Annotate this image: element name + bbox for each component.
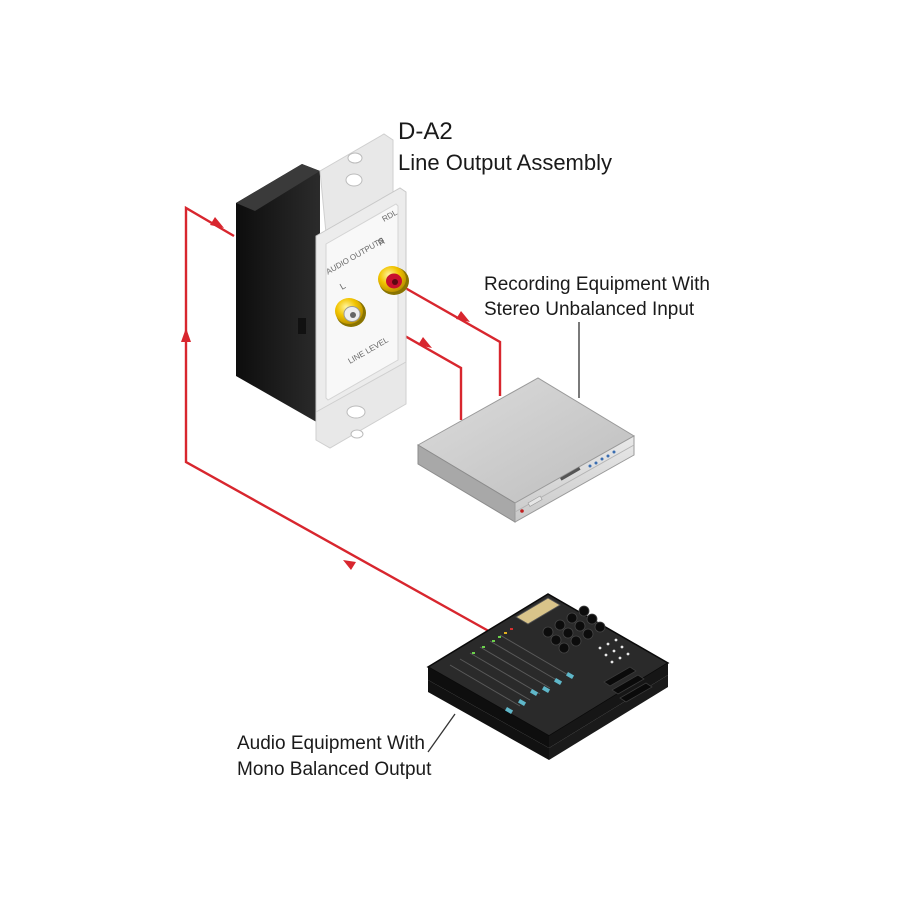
mixer-master-faders xyxy=(603,666,653,703)
jack-label-left: L xyxy=(338,281,347,292)
mixer-faders xyxy=(505,672,575,714)
arrow-up xyxy=(181,328,191,342)
mixer-channel-strips xyxy=(449,634,571,707)
arrow-to-wallbox xyxy=(210,217,224,228)
plate-insert xyxy=(325,203,399,401)
mixer-base-right xyxy=(549,675,668,760)
back-box-side xyxy=(236,164,320,424)
mixer-level-leds xyxy=(472,628,513,654)
mixer-rim-front xyxy=(428,667,549,748)
leader-lines xyxy=(427,322,580,753)
mixer-top xyxy=(426,593,670,737)
cable-right-output xyxy=(399,283,502,396)
wall-plate-assembly: RDL AUDIO OUTPUTS R L LINE LEVEL xyxy=(236,133,409,449)
arrow-right-channel xyxy=(456,311,470,322)
mixer-knobs xyxy=(542,605,606,654)
recorder-top xyxy=(417,377,635,504)
audio-label-line1: Audio Equipment With xyxy=(237,733,425,754)
recorder-front-details xyxy=(520,450,616,513)
signal-arrows xyxy=(181,217,470,570)
mixer-base-front xyxy=(428,680,549,760)
back-box-top xyxy=(236,164,320,211)
audio-label-line2: Mono Balanced Output xyxy=(237,759,432,780)
jack-label-right: R xyxy=(376,236,387,248)
recording-label-line1: Recording Equipment With xyxy=(484,274,710,295)
mixer-rim-right xyxy=(549,663,668,748)
recording-label-line2: Stereo Unbalanced Input xyxy=(484,299,695,320)
product-model: D-A2 xyxy=(398,118,453,145)
mixer-buttons xyxy=(598,638,630,664)
rca-jack-left xyxy=(335,298,366,327)
plate-bottom-tab xyxy=(315,361,407,449)
product-description: Line Output Assembly xyxy=(398,150,613,175)
audio-mixer xyxy=(426,593,670,760)
leader-audio xyxy=(427,713,456,753)
mixer-meter xyxy=(515,597,561,625)
recording-equipment xyxy=(417,377,635,523)
rca-jack-right xyxy=(378,266,409,295)
arrow-left-channel xyxy=(418,337,432,348)
arrow-toward-upper-left xyxy=(343,560,356,570)
